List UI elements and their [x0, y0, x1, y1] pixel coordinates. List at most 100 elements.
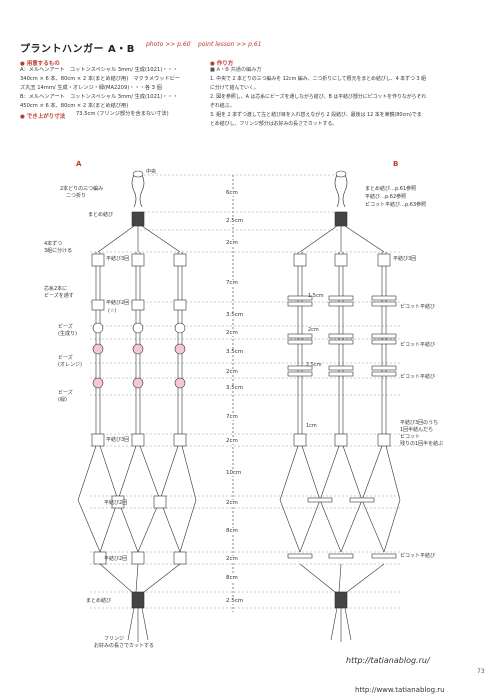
materials-line: B：メルヘンアート コットンスペシャル 3mm/ 生成(1021)・・・	[20, 94, 178, 100]
b-measure-2: 2cm	[308, 327, 319, 333]
a-split-label-1: 4本ずつ	[44, 241, 63, 247]
size-heading: ● でき上がり寸法	[20, 114, 66, 120]
a-fringe-label-1: フリンジ	[104, 636, 125, 642]
method-line: ぞれ結ぶ。	[210, 103, 235, 109]
fringe-a	[127, 607, 149, 642]
method-steps: 1. 中央で 2 本どりの三つ編みを 12cm 編み、二つ折りにして根元をまとめ…	[210, 75, 426, 129]
a-bead-green-1: ビーズ	[58, 390, 73, 396]
dimension-label: 2cm	[225, 240, 239, 246]
dimension-label: 3.5cm	[225, 312, 245, 318]
b-flat3-label: 平結び3回	[393, 256, 417, 262]
center-label: 中央	[146, 169, 157, 175]
dimension-label: 3.5cm	[225, 385, 245, 391]
materials-line: 450cm × 6 本、80cm × 2 本(まとめ結び用)	[20, 103, 129, 109]
column-a-1	[91, 252, 105, 447]
b-measure-15: 1.5cm	[308, 293, 324, 299]
b-picot-label-2: ピコット平結び	[400, 342, 436, 348]
b-note-3: ピコット	[400, 434, 421, 440]
dimension-label: 10cm	[225, 470, 243, 476]
a-gather2-label: まとめ結び	[86, 598, 112, 604]
dimension-label: 8cm	[225, 575, 239, 581]
page-title: プラントハンガー A・B	[20, 44, 135, 55]
column-a-3	[173, 252, 187, 447]
column-b-3	[371, 252, 397, 447]
braid-top	[132, 170, 144, 178]
dimension-label: 2cm	[225, 369, 239, 375]
b-note-1: 平結び3回のうち	[400, 420, 439, 426]
hanger-a	[77, 170, 197, 642]
a-bead-green-2: (緑)	[58, 397, 67, 403]
method-heading: ● 作り方	[210, 61, 234, 67]
a-split-label-2: 3組に分ける	[44, 248, 73, 254]
method-sub: ■ A・B 共通の編み方	[210, 67, 262, 73]
dimension-label: 3.5cm	[225, 349, 245, 355]
dimension-label: 2cm	[225, 500, 239, 506]
dimension-label: 2.5cm	[225, 598, 245, 604]
b-measure-1: 1cm	[306, 423, 317, 429]
point-ref: point lesson >> p.61	[198, 41, 262, 48]
method-line: とめ結びし、フリンジ部分はお好みの長さでカットする。	[210, 121, 338, 127]
a-bead-natural-2: (生成り)	[58, 331, 77, 337]
method-line: に分けて結んでいく。	[210, 85, 259, 91]
b-picot-ref: ピコット平結び…p.63参照	[365, 202, 427, 208]
b-measure-25: 2.5cm	[306, 362, 322, 368]
gather-knot-top	[131, 211, 145, 227]
materials-line: 340cm × 6 本、80cm × 2 本(まとめ結び用) マクラメウッドビー	[20, 76, 180, 82]
method-line: 2. 図を参照し、A は芯糸にビーズを通しながら結び、B は平結び部分にピコット…	[210, 94, 427, 100]
a-flat3b-label: 平結び3回	[106, 437, 130, 443]
a-flat2c-label: 平結び2回	[104, 556, 128, 562]
dimension-label: 7cm	[225, 280, 239, 286]
materials-list: A：メルヘンアート コットンスペシャル 3mm/ 生成(1021)・・・ 340…	[20, 66, 180, 111]
materials-line: ズ丸玉 14mm/ 生成・オレンジ・緑(MA2209)・・・各 3 個	[20, 85, 162, 91]
size-value: 73.5cm (フリンジ部分を含まない寸法)	[76, 111, 169, 117]
a-flat2b-label: 平結び2回	[104, 500, 128, 506]
b-picot-label-3: ピコット平結び	[400, 374, 436, 380]
a-fold-label: 二つ折り	[66, 193, 87, 199]
footer-url: http://tatianablog.ru/	[346, 656, 430, 665]
a-core-label-1: 芯糸2本に	[44, 286, 68, 292]
a-star-label: (☆)	[108, 308, 117, 314]
method-line: 1. 中央で 2 本どりの三つ編みを 12cm 編み、二つ折りにして根元をまとめ…	[210, 76, 427, 82]
dimension-label: 8cm	[225, 528, 239, 534]
photo-ref: photo >> p.60	[146, 41, 191, 48]
horizontal-guides	[90, 174, 400, 609]
page-number: 73	[477, 668, 485, 675]
braid-left	[131, 174, 137, 208]
a-braid-label: 2本どりの三つ編み	[60, 186, 104, 192]
dimension-label: 2cm	[225, 438, 239, 444]
a-core-label-2: ビーズを通す	[44, 293, 74, 299]
b-picot-label-4: ピコット平結び	[400, 553, 436, 559]
dimension-label: 2.5cm	[225, 218, 245, 224]
net-a	[77, 445, 101, 553]
a-bead-orange-1: ビーズ	[58, 355, 73, 361]
column-b-1	[287, 252, 313, 447]
gather-knot-bottom	[131, 591, 145, 609]
dimension-label: 6cm	[225, 190, 239, 196]
dimension-label: 2cm	[225, 330, 239, 336]
braid-right	[139, 174, 145, 208]
b-note-4: 残りの1回半を結ぶ	[400, 441, 444, 447]
a-bead-natural-1: ビーズ	[58, 324, 73, 330]
label-b: B	[393, 160, 399, 168]
watermark: http://www.tatianablog.ru	[355, 686, 445, 694]
column-b-2	[328, 252, 354, 447]
method-line: 3. 組を 2 本ずつ渡して左と結び目を入れ替えながら 2 段結び、最後は 12…	[210, 112, 422, 118]
b-note-2: 1回半結んだら	[400, 427, 434, 433]
b-gather-ref: まとめ結び…p.61参照	[365, 186, 417, 192]
b-picot-label-1: ピコット平結び	[400, 304, 436, 310]
column-a-2	[131, 252, 145, 447]
a-flat2-label: 平結び2回	[106, 300, 130, 306]
dimension-label: 2cm	[225, 556, 239, 562]
a-bead-orange-2: (オレンジ)	[58, 362, 82, 368]
a-gather-label: まとめ結び	[88, 212, 114, 218]
materials-heading: ● 用意するもの	[20, 61, 60, 67]
hanger-b	[279, 170, 401, 642]
b-flat-ref: 平結び…p.62参照	[365, 194, 407, 200]
a-fringe-label-2: お好みの長さでカットする	[94, 643, 155, 649]
dimension-label: 7cm	[225, 414, 239, 420]
materials-line: A：メルヘンアート コットンスペシャル 3mm/ 生成(1021)・・・	[20, 67, 178, 73]
label-a: A	[76, 160, 82, 168]
a-flat3-label: 平結び3回	[106, 256, 130, 262]
